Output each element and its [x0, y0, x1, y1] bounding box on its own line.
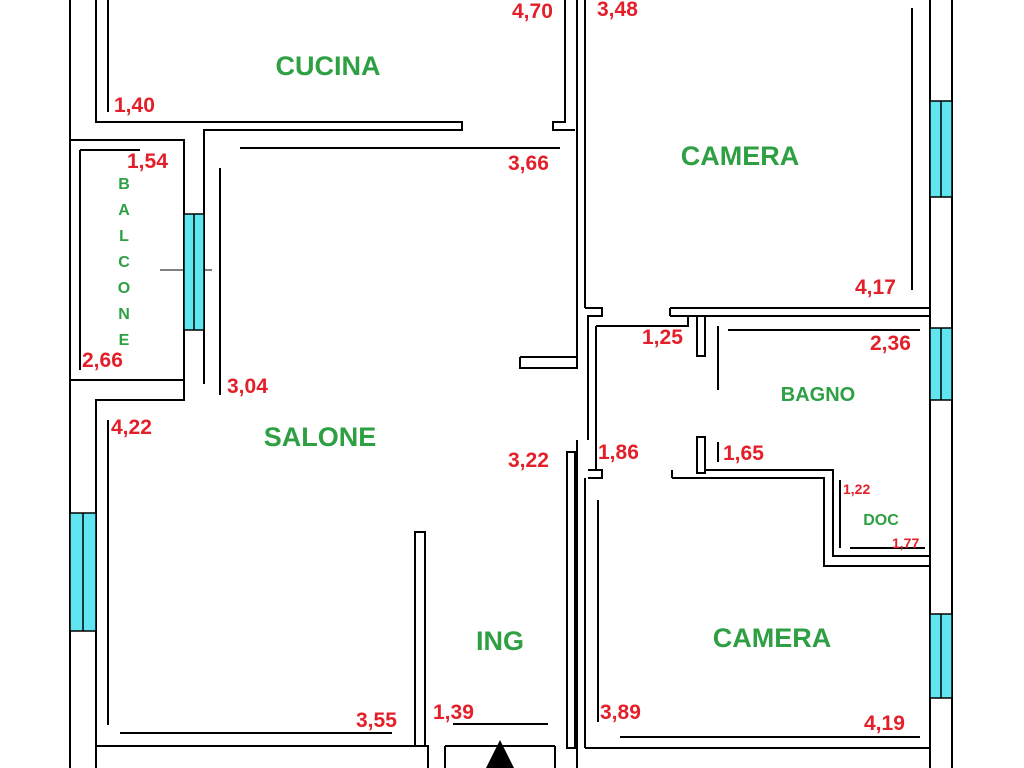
- dim-camera-bottom-height: 3,89: [600, 701, 641, 724]
- dim-corridor-height: 1,86: [598, 441, 639, 464]
- balcone-letter: N: [118, 306, 130, 323]
- dim-cucina-height: 1,40: [114, 94, 155, 117]
- balcone-letter: E: [119, 332, 130, 349]
- balcone-letter: C: [118, 254, 130, 271]
- dim-doc-width: 1,22: [843, 481, 870, 497]
- dim-salone-bottom: 3,55: [356, 709, 397, 732]
- room-label-bagno: BAGNO: [781, 384, 855, 406]
- dim-salone-left: 4,22: [111, 416, 152, 439]
- dim-ing-width: 1,39: [433, 701, 474, 724]
- room-label-ing: ING: [476, 626, 524, 656]
- dim-salone-right: 3,22: [508, 449, 549, 472]
- balcone-letter: O: [118, 280, 130, 297]
- window-bagno: [929, 327, 953, 401]
- dim-salone-side: 3,04: [227, 375, 268, 398]
- dim-bagno-height: 1,65: [723, 442, 764, 465]
- room-label-camera-top: CAMERA: [681, 141, 800, 171]
- room-label-salone: SALONE: [264, 422, 377, 452]
- window-camera-bottom: [929, 613, 953, 699]
- dim-balcone-height: 2,66: [82, 349, 123, 372]
- dim-camera-bottom-width: 4,19: [864, 712, 905, 735]
- dim-balcone-width: 1,54: [127, 150, 168, 173]
- windows: [69, 100, 953, 699]
- dim-salone-top: 3,66: [508, 152, 549, 175]
- dim-camera-top-width: 3,48: [597, 0, 638, 21]
- dim-corridor-width: 1,25: [642, 326, 683, 349]
- room-label-balcone: B A L C O N E: [118, 176, 130, 349]
- balcone-letter: A: [118, 202, 130, 219]
- dim-doc-height: 1,77: [892, 535, 919, 551]
- window-salone: [69, 512, 97, 632]
- room-label-cucina: CUCINA: [276, 51, 381, 81]
- window-balcone: [183, 213, 205, 331]
- balcone-letter: B: [118, 176, 130, 193]
- room-label-camera-bottom: CAMERA: [713, 623, 832, 653]
- balcone-letter: L: [119, 228, 129, 245]
- dim-bagno-width: 2,36: [870, 332, 911, 355]
- room-label-doc: DOC: [863, 512, 899, 529]
- window-camera-top: [929, 100, 953, 198]
- entrance-arrow-icon: [486, 740, 514, 768]
- dim-camera-top-height: 4,17: [855, 276, 896, 299]
- dim-cucina-width: 4,70: [512, 0, 553, 23]
